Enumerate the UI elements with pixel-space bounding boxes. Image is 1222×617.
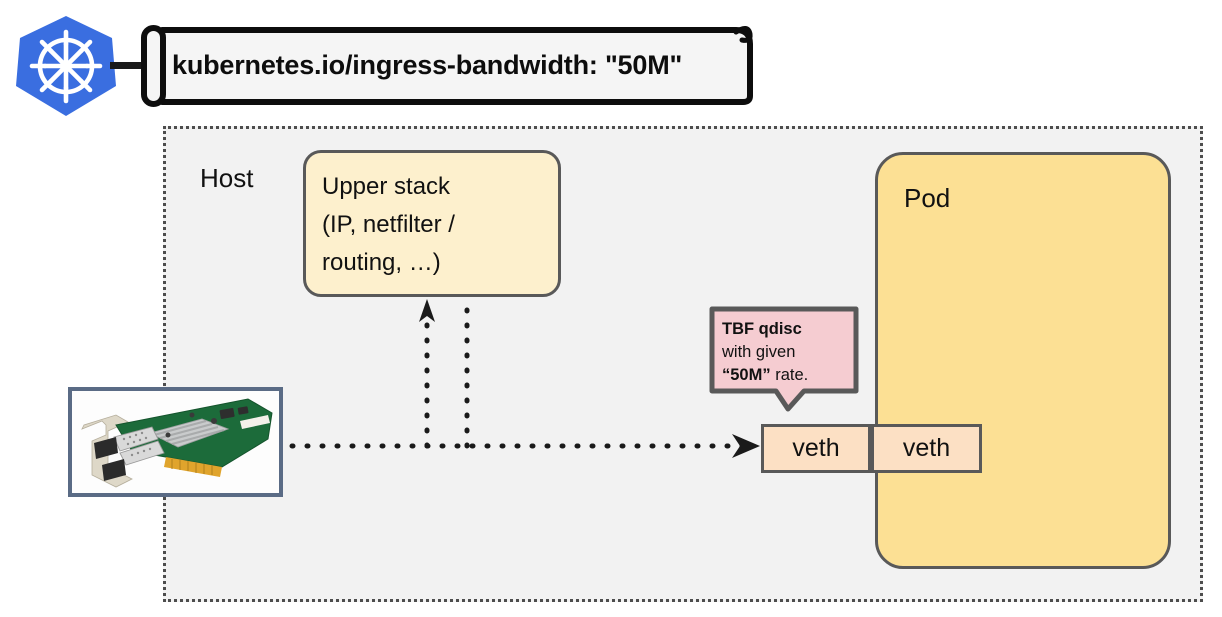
tbf-rate-value: “50M” bbox=[722, 366, 771, 384]
veth-host-interface: veth bbox=[761, 424, 871, 473]
annotation-note-shape bbox=[141, 25, 753, 107]
logo-note-connector bbox=[110, 62, 146, 69]
upper-stack-box bbox=[303, 150, 561, 297]
kubernetes-logo-icon bbox=[16, 16, 116, 116]
veth-pod-label: veth bbox=[902, 434, 951, 462]
tbf-rate-suffix: rate. bbox=[770, 366, 809, 384]
tbf-callout-text: TBF qdisc with given “50M” rate. bbox=[722, 318, 850, 387]
tbf-line-1: TBF qdisc bbox=[722, 320, 802, 338]
tbf-line-3: “50M” rate. bbox=[722, 364, 850, 387]
tbf-qdisc-callout bbox=[709, 306, 859, 412]
upper-stack-label: Upper stack (IP, netfilter / routing, …) bbox=[322, 173, 455, 276]
tbf-line-2: with given bbox=[722, 343, 796, 361]
annotation-label: kubernetes.io/ingress-bandwidth: "50M" bbox=[172, 50, 683, 80]
network-card-image bbox=[72, 391, 279, 493]
veth-host-label: veth bbox=[792, 434, 840, 462]
pod-label: Pod bbox=[904, 183, 951, 213]
veth-pod-interface: veth bbox=[871, 424, 982, 473]
pod-box bbox=[875, 152, 1171, 569]
host-label: Host bbox=[200, 163, 254, 193]
nic-image-frame bbox=[68, 387, 283, 497]
